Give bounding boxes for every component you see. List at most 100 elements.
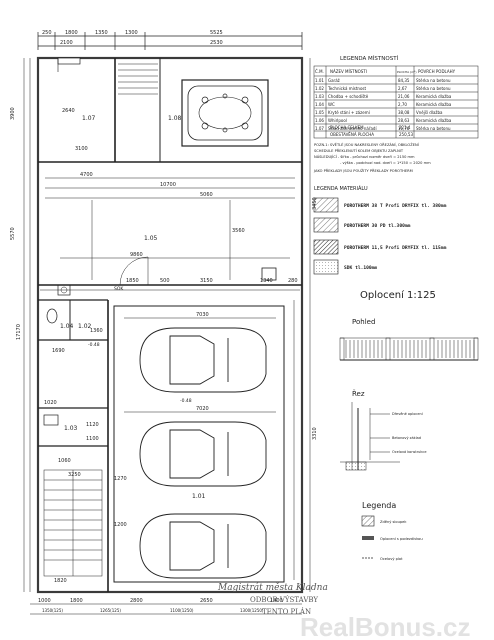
legend-header: PLOCHA (m²)	[397, 70, 417, 74]
dim: 2640	[62, 108, 75, 114]
legend-sum-value: 250,53	[399, 132, 413, 137]
dim: 1400	[270, 598, 283, 604]
dim: 1820	[54, 578, 67, 584]
legend-cell: Keramická dlažba	[416, 118, 452, 123]
level-label: -0.48	[180, 398, 192, 404]
dim: 1265(125)	[100, 608, 121, 613]
fence-title: Oplocení 1:125	[360, 289, 436, 301]
legend-cell: Chodba + schodiště	[328, 94, 369, 99]
fence-section: Oplocení 1:125 Pohled Řez Dřevěné oploce…	[339, 289, 479, 471]
legend-cell: 84,35	[398, 78, 410, 83]
dim: 1200	[114, 522, 127, 528]
legend-cell: Stěrka na betonu	[416, 78, 451, 83]
legend-cell: 1.07	[315, 126, 324, 131]
legend-cell: Vnější dlažba	[416, 110, 443, 115]
fence-view-title: Pohled	[352, 318, 375, 326]
stamp-line: Magistrát města Kladna	[217, 582, 328, 593]
dim: 1270	[114, 476, 127, 482]
dim: 5570	[10, 227, 16, 240]
dim: 4700	[80, 172, 93, 178]
dim: 1060	[58, 458, 71, 464]
legend-cell: WC	[328, 102, 335, 107]
fence-legend: Legenda Zděný sloupek Oplocení s podezdí…	[361, 501, 423, 561]
dim: 7030	[196, 312, 209, 318]
material-label: POROTHERM 30 PD tl.300mm	[344, 223, 411, 229]
dim: 17170	[16, 324, 22, 340]
room-label-108: 1.08	[168, 115, 182, 122]
dim: 1100	[86, 436, 99, 442]
dim: 2530	[210, 40, 223, 46]
dim: 1800	[65, 30, 78, 36]
room-label-105: 1.05	[144, 235, 158, 242]
dim: 500	[160, 278, 170, 284]
legend-cell: Keramická dlažba	[416, 94, 452, 99]
dim: 1300	[125, 30, 138, 36]
material-label: POROTHERM 11,5 Profi DRYFIX tl. 115mm	[344, 245, 447, 251]
note-line: JAKO PŘEKLADY JSOU POUŽITY PŘEKLADY PORO…	[313, 168, 413, 173]
legend-cell: 28,63	[398, 118, 410, 123]
note-line: POZN.1: SVĚTLÉ JSOU NAKRESLENY OŘEZÁNÍ, …	[314, 142, 419, 147]
room-label-102: 1.02	[78, 323, 92, 330]
room-labels: 1.07 1.08 1.05 1.04 1.02 1.03 1.01 SOK -…	[60, 115, 206, 500]
material-swatch	[313, 217, 339, 233]
legend-cell: Stěrka na betonu	[416, 86, 451, 91]
material-swatch	[313, 197, 339, 213]
fence-section-title: Řez	[352, 389, 365, 398]
material-legend-title: LEGENDA MATERIÁLU	[314, 185, 368, 192]
dim: 1800	[70, 598, 83, 604]
dim: 1300(1250)	[240, 608, 264, 613]
stamp-line: ODBOR VÝSTAVBY	[250, 595, 318, 604]
dim: 9860	[130, 252, 143, 258]
dim: 1350	[95, 30, 108, 36]
room-label-101: 1.01	[192, 493, 206, 500]
plan-area	[23, 32, 311, 615]
legend-cell: Garáž	[328, 78, 340, 83]
dim: 2100	[60, 40, 73, 46]
dim: 1360	[90, 328, 103, 334]
legend2-swatch	[361, 515, 375, 527]
material-swatch	[313, 259, 339, 275]
dim: 1020	[44, 400, 57, 406]
room-label-103: 1.03	[64, 425, 78, 432]
legend-cell: Sklad zahradního nářadí	[328, 126, 377, 131]
dim: 3310	[312, 427, 318, 440]
dim: 3900	[10, 107, 16, 120]
dim: 280	[288, 278, 298, 284]
legend-cell: Technická místnost	[327, 86, 367, 91]
legend-cell: 2,70	[398, 102, 407, 107]
legend-cell: 1.06	[315, 118, 324, 123]
material-legend: LEGENDA MATERIÁLU POROTHERM 38 T Profi D…	[313, 185, 447, 275]
room-label-107: 1.07	[82, 115, 96, 122]
legend2-label: Zděný sloupek	[380, 520, 407, 524]
legend-cell: 1.03	[315, 94, 324, 99]
material-label: POROTHERM 38 T Profi DRYFIX tl. 380mm	[344, 203, 447, 209]
note-line: SCHEDULE PŘEKLENUTÍ KOLEM OBJEKTU ZAPLNI…	[314, 148, 404, 153]
material-label: SDK tl.100mm	[344, 265, 377, 271]
room-label-104: 1.04	[60, 323, 74, 330]
dim: 1350(125)	[42, 608, 63, 613]
dim: 3150	[200, 278, 213, 284]
legend-cell: Kryté stání + zázemí	[328, 110, 371, 115]
dim: 2800	[130, 598, 143, 604]
legend-cell: 1.04	[315, 102, 324, 107]
legend2-label: Oplocení s podezdívkou	[380, 537, 423, 541]
legend-cell: 21,06	[398, 94, 410, 99]
dim: 250	[42, 30, 52, 36]
legend-cell: 1.01	[315, 78, 324, 83]
dim: 1000	[38, 598, 51, 604]
legend-header: POVRCH PODLAHY	[418, 69, 456, 74]
office-stamp: Magistrát města Kladna ODBOR VÝSTAVBY TE…	[217, 582, 328, 616]
legend-cell: Stěrka na betonu	[416, 126, 451, 131]
dim: 1850	[126, 278, 139, 284]
legend-cell: 11,76	[398, 126, 410, 131]
legend-sum-label: OBESTAVĚNÁ PLOCHA	[330, 132, 374, 137]
legend-sum-value: 221,4	[399, 125, 411, 130]
level-label: -0.48	[88, 342, 100, 348]
note-line: - výška - podchozí nad. dveří = 1*150 = …	[340, 161, 431, 165]
legend2-label: Ocelový plot	[380, 557, 403, 561]
stamp-line: TENTO PLÁN	[262, 607, 311, 616]
dim: 7020	[196, 406, 209, 412]
dim: 1340	[260, 278, 273, 284]
dim: 5060	[200, 192, 213, 198]
